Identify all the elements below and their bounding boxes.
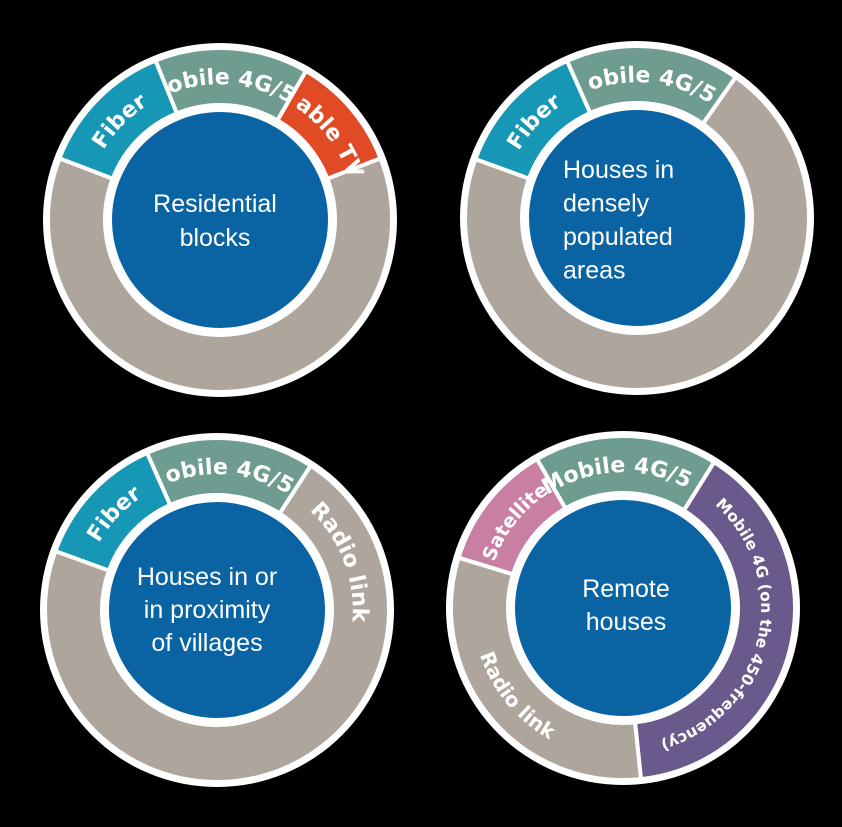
center-disc [105, 498, 329, 722]
center-label-line: blocks [180, 224, 251, 252]
center-label-line: houses [586, 608, 667, 636]
center-label-line: in proximity [144, 596, 271, 624]
center-label-line: Houses in [563, 156, 674, 184]
segment-mobile-450 [632, 459, 797, 782]
center-disc [108, 108, 332, 332]
center-disc [525, 106, 749, 330]
center-label-line: densely [563, 190, 650, 218]
center-label-line: Residential [153, 190, 277, 218]
segment-other [449, 555, 644, 782]
center-label-line: areas [563, 257, 626, 285]
center-label-line: of villages [151, 629, 262, 657]
center-label-line: populated [563, 223, 673, 251]
segment-other [463, 74, 811, 392]
segment-other [43, 462, 391, 784]
center-disc [511, 496, 735, 720]
ring-residential: FiberMobile 4G/5GCable TVResidentialbloc… [0, 0, 397, 397]
center-label-line: Remote [582, 575, 670, 603]
center-label-line: Houses in or [137, 563, 277, 591]
segment-other [46, 155, 394, 394]
